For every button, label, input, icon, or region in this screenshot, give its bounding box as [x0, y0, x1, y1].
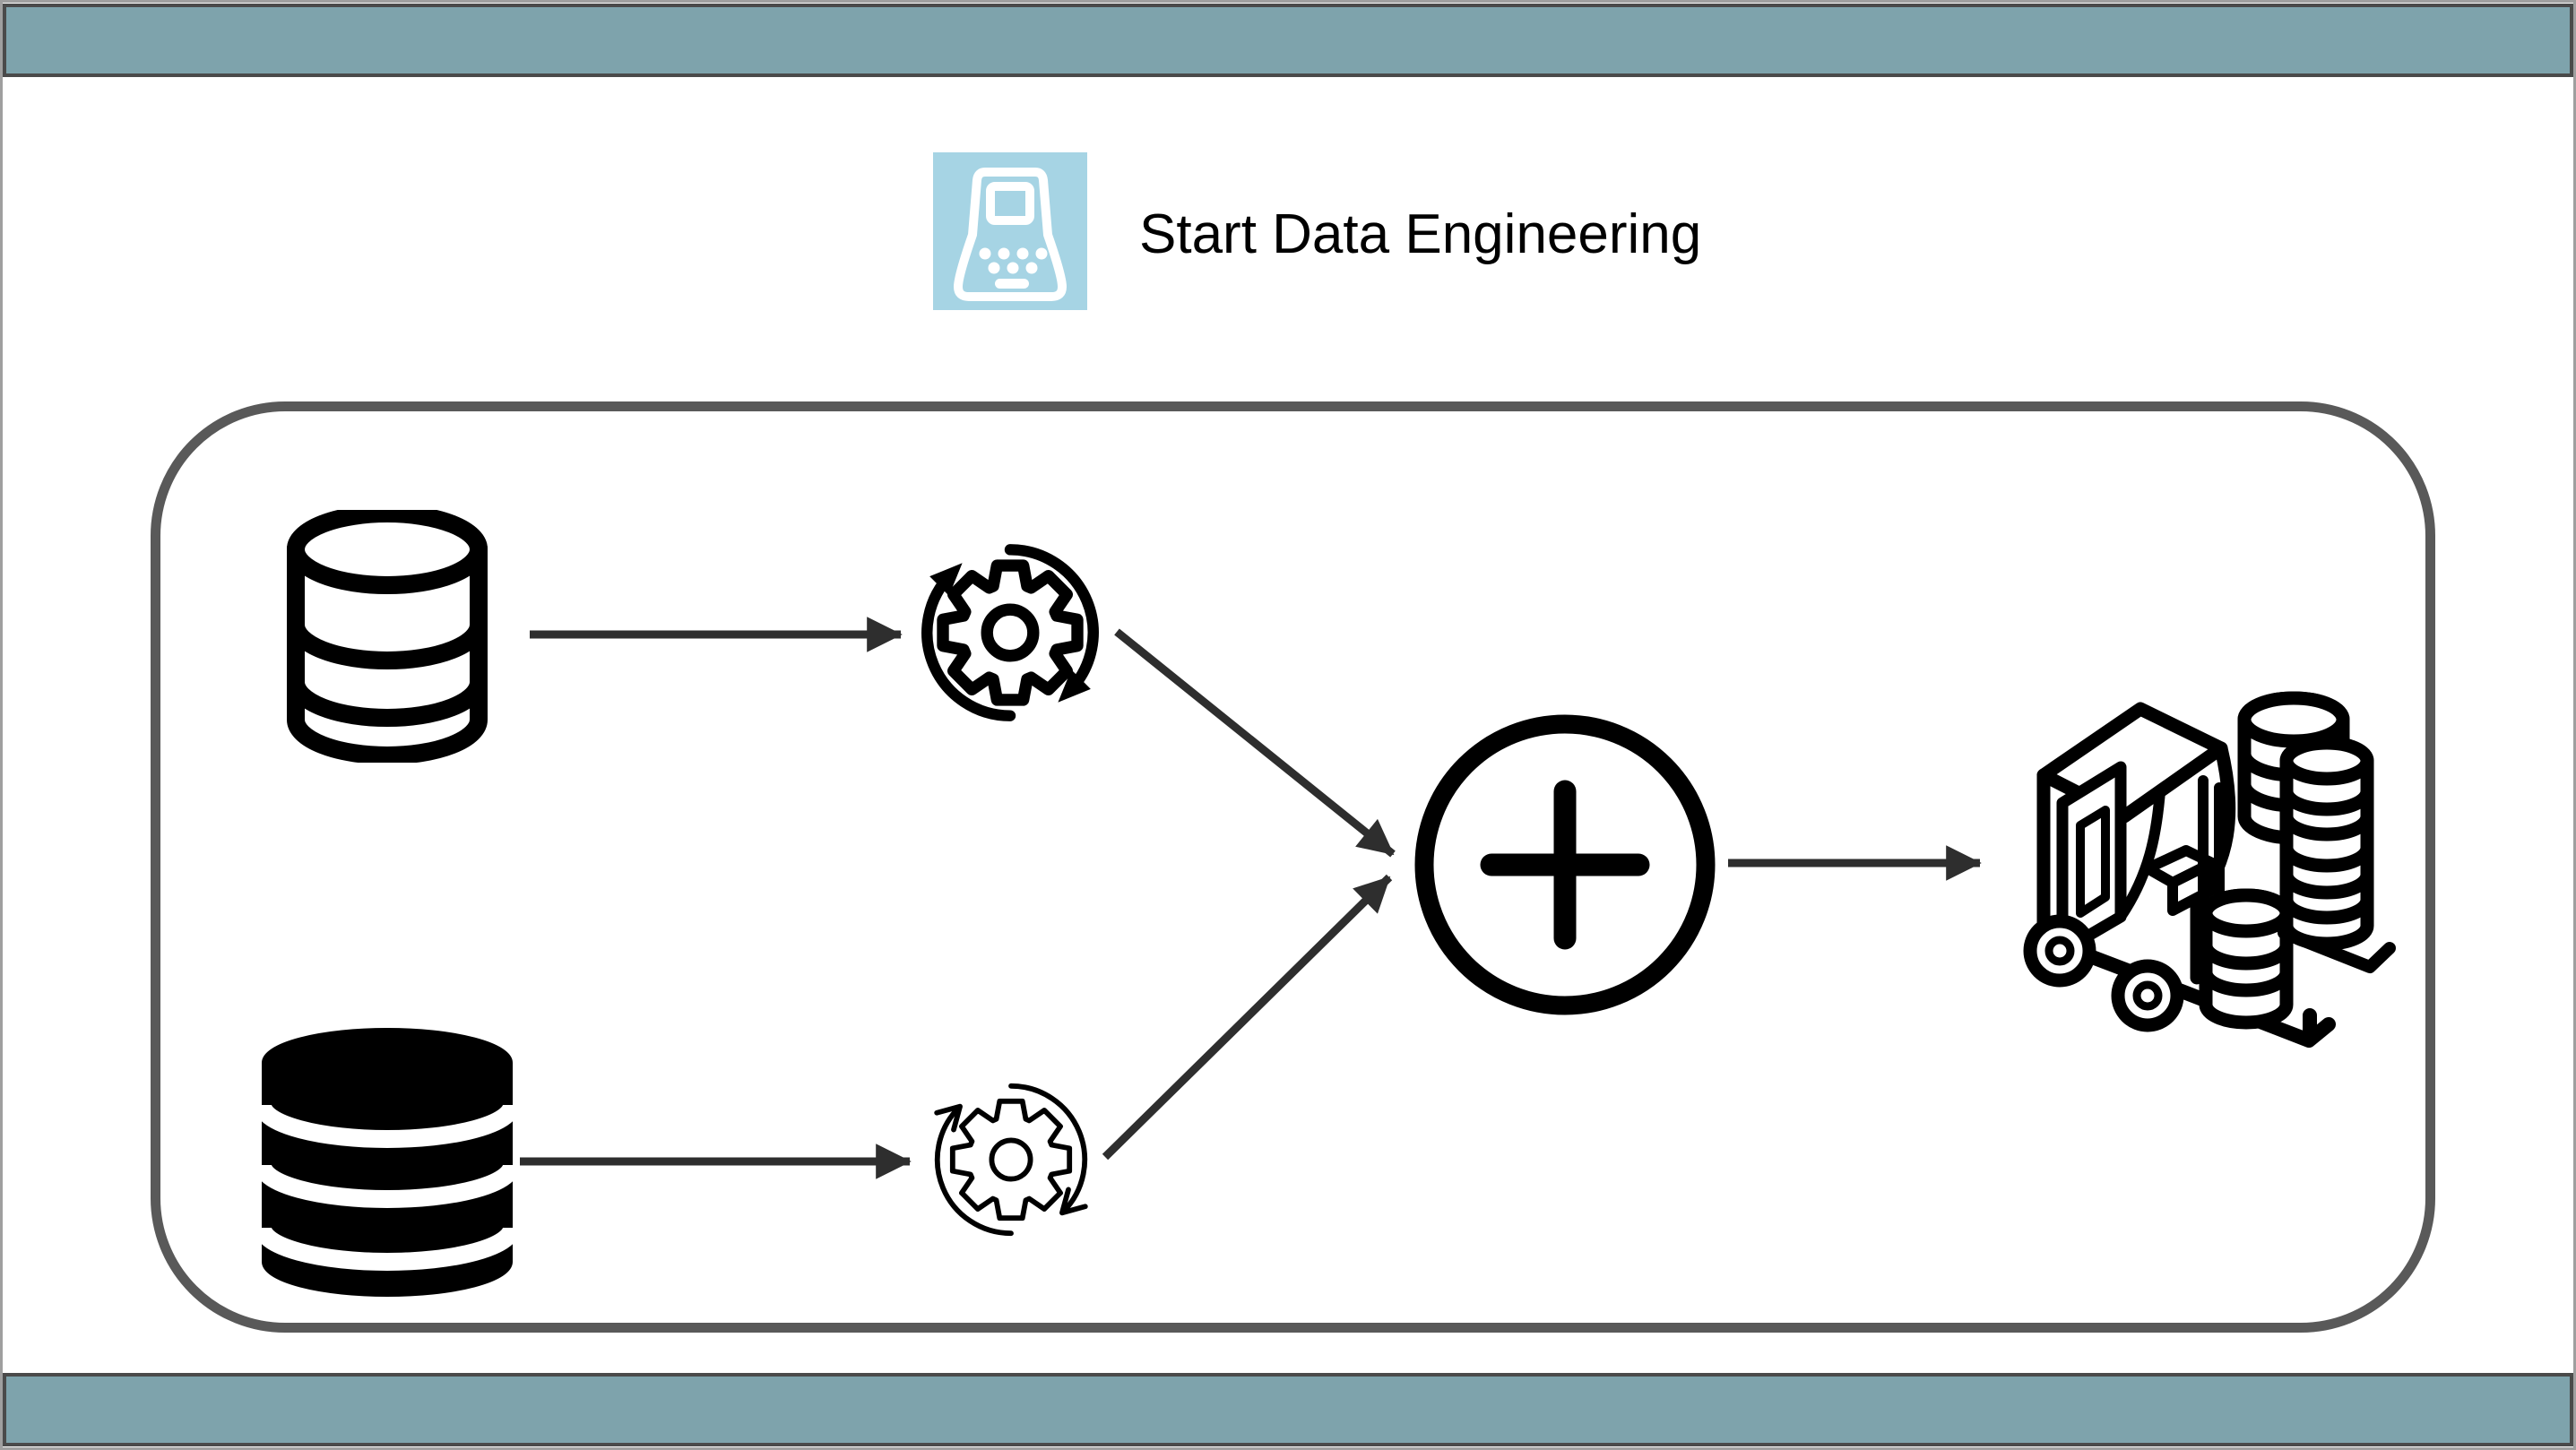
site-logo [933, 152, 1087, 310]
database-outline-icon [285, 510, 489, 763]
plus-circle-icon [1407, 707, 1723, 1023]
pipeline-container [151, 401, 2435, 1333]
bottom-band [3, 1373, 2573, 1446]
forklift-barrels-icon [2013, 682, 2434, 1085]
top-band [3, 4, 2573, 77]
laptop-icon [954, 168, 1067, 301]
sync-gear-thin-icon [928, 1076, 1094, 1243]
database-filled-icon [261, 1027, 514, 1298]
page-title: Start Data Engineering [1139, 203, 1702, 265]
sync-gear-bold-icon [914, 537, 1106, 729]
